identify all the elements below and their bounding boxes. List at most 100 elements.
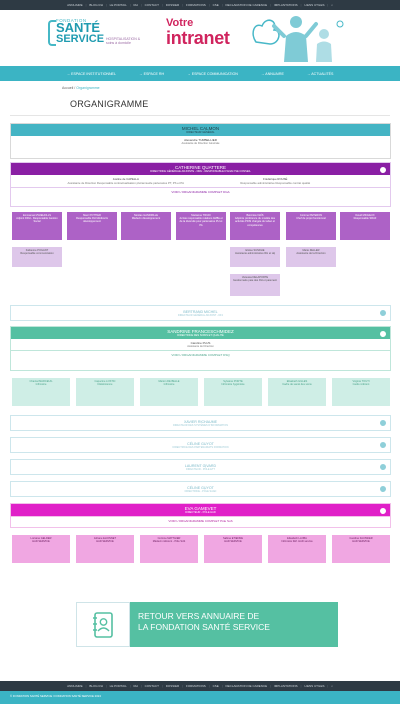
breadcrumb-home[interactable]: Accueil: [62, 86, 74, 90]
top-link-5[interactable]: DOSSIER: [165, 3, 180, 7]
b5-title: DIRECTRICE DES PARTENARIATS FORMATION: [172, 445, 229, 449]
search-icon[interactable]: ⌕: [331, 3, 333, 7]
top-link-10[interactable]: LIENS UTILES: [304, 3, 325, 7]
footer-link-1[interactable]: BLOG RH: [89, 684, 103, 688]
top-link-7[interactable]: CSE: [212, 3, 219, 7]
logo-shape-icon: [48, 20, 56, 46]
link-separator: |: [161, 3, 163, 7]
footer-link-4[interactable]: CONTACT: [144, 684, 159, 688]
person-title: Juriste responsable relations AMBs et de…: [179, 217, 223, 227]
dga-header[interactable]: CATHERINE QUATTERE DIRECTRICE GÉNÉRALE A…: [11, 163, 390, 175]
person-name: Marion DE BELLE: [158, 380, 180, 383]
person-name: Emmanuel Z'HIEHOLLS: [22, 214, 52, 217]
top-link-0[interactable]: ANNUAIRE: [67, 3, 83, 7]
footer-links: ANNUAIRE|BLOG RH|LE PORTAIL|RH|CONTACT|D…: [0, 681, 400, 691]
toggle-circle-icon[interactable]: [380, 508, 386, 514]
dsq-header[interactable]: SANDRINE FRANCESCHMIDEZ DIRECTRICE DES S…: [11, 327, 390, 339]
toggle-circle-icon[interactable]: [380, 167, 386, 173]
top-link-6[interactable]: FORMATIONS: [186, 3, 206, 7]
return-directory-banner[interactable]: RETOUR VERS ANNUAIRE DE LA FONDATION SAN…: [76, 602, 338, 647]
top-link-8[interactable]: DECLARATION DE CARENCE: [225, 3, 268, 7]
dga-box: CATHERINE QUATTERE DIRECTRICE GÉNÉRALE A…: [10, 162, 391, 207]
dg-name: MICHEL CALMON: [181, 126, 220, 131]
person-name: Nicolas GANDRILLE: [134, 214, 158, 217]
person-title: Cadre de santé des soins: [282, 383, 312, 387]
footer-link-5[interactable]: DOSSIER: [165, 684, 180, 688]
nav-item-2[interactable]: → ESPACE COMMUNICATION: [187, 71, 238, 76]
footer-link-10[interactable]: LIENS UTILES: [304, 684, 325, 688]
footer-link-6[interactable]: FORMATIONS: [186, 684, 206, 688]
partenariats-box[interactable]: CÉLINE GUYOT DIRECTRICE DES PARTENARIATS…: [10, 437, 391, 453]
divider: [10, 115, 390, 116]
logo-line3: SERVICE: [56, 33, 105, 45]
dga-see-full-link[interactable]: VOIR L'ORGANIGRAMME COMPLET DGA: [11, 187, 390, 196]
top-link-9[interactable]: IMPLANTATIONS: [273, 3, 298, 7]
dsi-box[interactable]: XAVIER RICHAUME DIRECTEUR DES SYSTÈMES D…: [10, 415, 391, 431]
dg-header[interactable]: MICHEL CALMON DIRECTEUR GÉNÉRAL: [11, 124, 390, 136]
footer-search-icon[interactable]: ⌕: [331, 684, 333, 688]
return-directory-text[interactable]: RETOUR VERS ANNUAIRE DE LA FONDATION SAN…: [130, 602, 338, 647]
toggle-circle-icon[interactable]: [380, 486, 386, 492]
nav-item-3[interactable]: → ANNUAIRE: [260, 71, 284, 76]
toggle-circle-icon[interactable]: [380, 420, 386, 426]
nav-item-4[interactable]: → ACTUALITÉS: [306, 71, 334, 76]
top-link-1[interactable]: BLOG RH: [89, 3, 103, 7]
toggle-circle-icon[interactable]: [380, 464, 386, 470]
footer-link-0[interactable]: ANNUAIRE: [67, 684, 83, 688]
dsq-see-full-link[interactable]: VOIR L'ORGANIGRAMME COMPLET DSQ: [11, 350, 390, 359]
top-link-2[interactable]: LE PORTAIL: [109, 3, 127, 7]
toggle-circle-icon[interactable]: [380, 310, 386, 316]
b8-name: EVA GAMEVET: [184, 506, 217, 511]
footer-link-8[interactable]: DECLARATION DE CARENCE: [225, 684, 268, 688]
person-name: Elisabeth LLOBA: [287, 537, 307, 540]
person-name: Lorraine GELDER: [30, 537, 52, 540]
page-title: ORGANIGRAMME: [70, 99, 149, 109]
pole-ett-box[interactable]: LAURENT GIVARD DIRECTEUR - PÔLE ETT: [10, 459, 391, 475]
link-separator: |: [208, 684, 210, 688]
pole-had-box: EVA GAMEVET DIRECTEUR - PÔLE HAD VOIR L'…: [10, 503, 391, 528]
logo[interactable]: FONDATION SANTÉ SERVICE HOSPITALISATION …: [48, 16, 168, 56]
had-see-full-link[interactable]: VOIR L'ORGANIGRAMME COMPLET Pôle SoS: [11, 516, 390, 525]
toggle-circle-icon[interactable]: [380, 442, 386, 448]
dga-right-title: Responsable administrative Responsable c…: [240, 181, 311, 185]
link-separator: |: [105, 3, 107, 7]
nav-item-0[interactable]: → ESPACE INSTITUTIONNEL: [66, 71, 116, 76]
dg-assistant-title: Assistante de Direction Générale: [181, 142, 220, 145]
footer-link-3[interactable]: RH: [133, 684, 138, 688]
link-separator: |: [270, 684, 271, 688]
top-link-3[interactable]: RH: [133, 3, 138, 7]
dg-box: MICHEL CALMON DIRECTEUR GÉNÉRAL Alexandr…: [10, 123, 391, 159]
footer-link-2[interactable]: LE PORTAIL: [109, 684, 127, 688]
footer-link-9[interactable]: IMPLANTATIONS: [273, 684, 298, 688]
dgafj-box[interactable]: BERTRAND MICHEL DIRECTEUR GÉNÉRAL ADJOIN…: [10, 305, 391, 321]
toggle-circle-icon[interactable]: [380, 331, 386, 337]
footer-link-7[interactable]: CSE: [212, 684, 219, 688]
top-link-4[interactable]: CONTACT: [144, 3, 159, 7]
nav-item-1[interactable]: → ESPACE RH: [138, 71, 165, 76]
pole-saad-box[interactable]: CÉLINE GUYOT DIRECTRICE - PÔLE SAAD: [10, 481, 391, 497]
had-header[interactable]: EVA GAMEVET DIRECTEUR - PÔLE HAD: [11, 504, 390, 516]
